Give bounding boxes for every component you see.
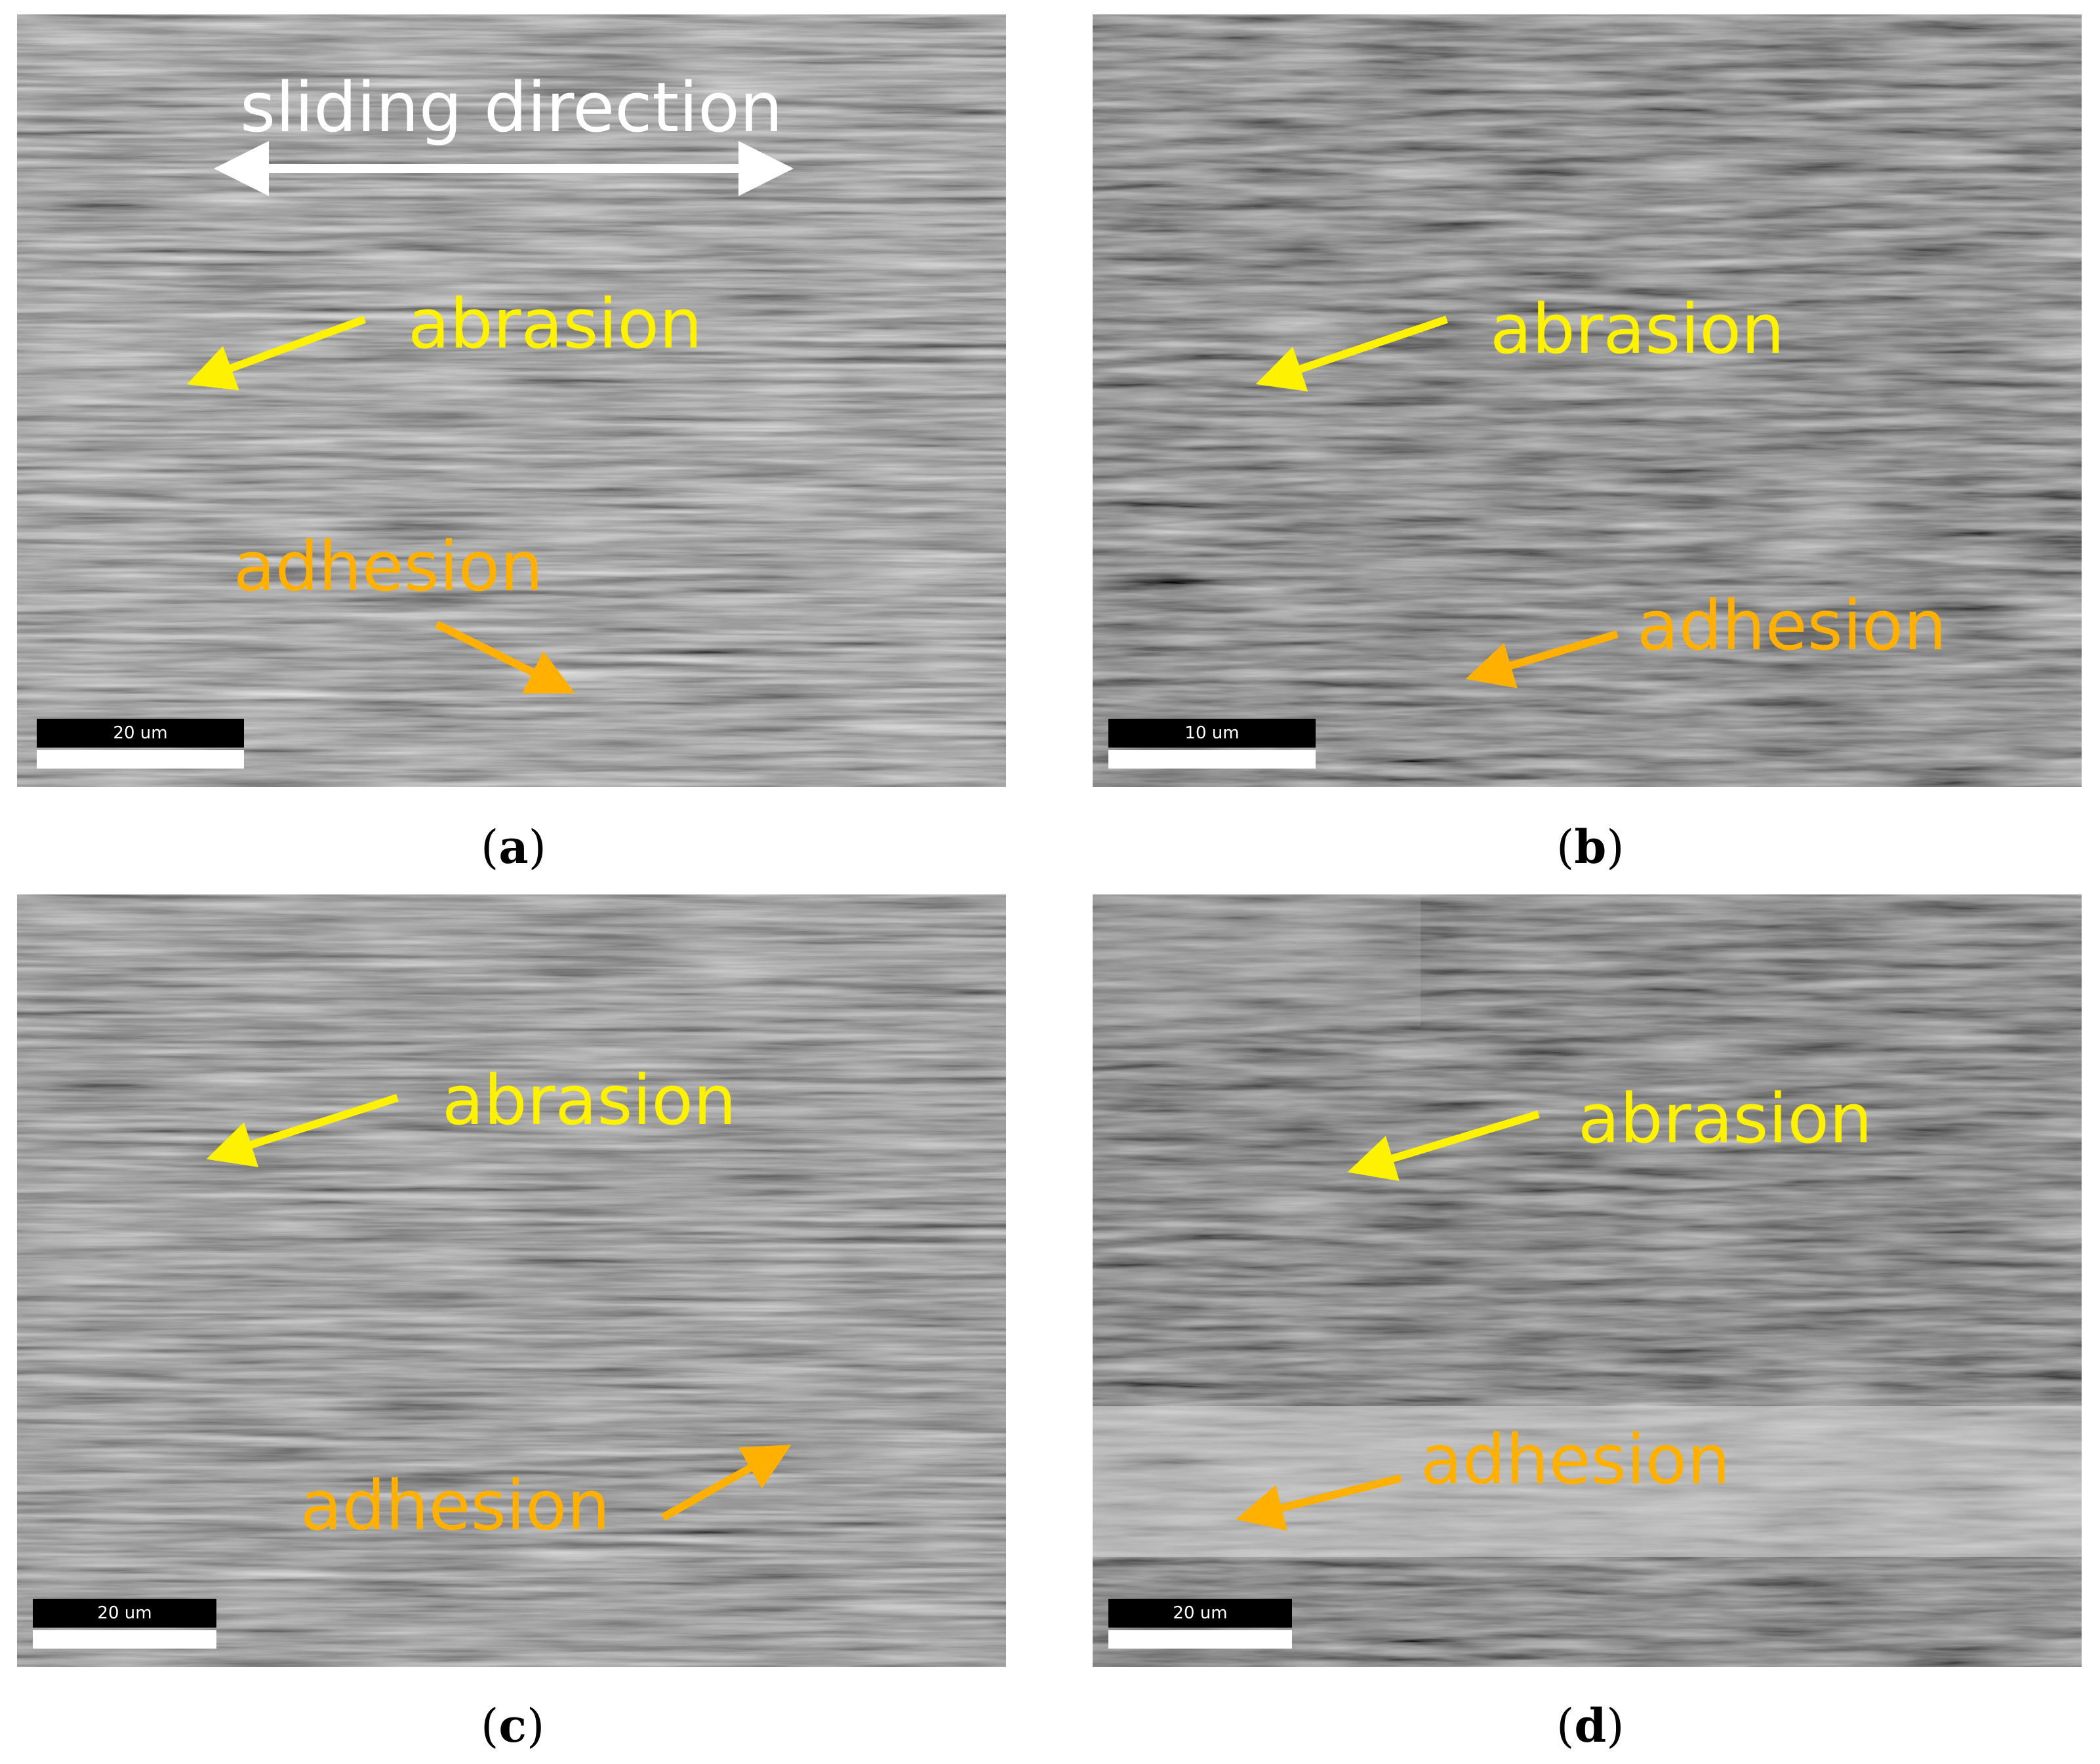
sem-texture — [17, 894, 1006, 1667]
abrasion-label: abrasion — [1578, 1079, 1872, 1159]
scale-bar: 20 um — [33, 1599, 216, 1651]
scale-bar-label: 20 um — [1108, 1599, 1292, 1628]
sem-panel-d: abrasion adhesion 20 um — [1093, 894, 2082, 1667]
abrasion-label: abrasion — [1490, 289, 1785, 369]
adhesion-label: adhesion — [233, 527, 544, 607]
scale-bar-label: 10 um — [1108, 719, 1316, 748]
caption-b: (b) — [1556, 820, 1625, 874]
scale-bar: 20 um — [37, 719, 244, 771]
scale-bar: 20 um — [1108, 1599, 1292, 1651]
scale-bar: 10 um — [1108, 719, 1316, 771]
adhesion-label: adhesion — [1421, 1420, 1731, 1500]
sem-panel-a: sliding direction abrasion adhesion 20 u… — [17, 14, 1006, 787]
caption-c: (c) — [481, 1698, 545, 1753]
caption-a: (a) — [481, 820, 546, 874]
caption-d: (d) — [1556, 1698, 1625, 1753]
sem-texture — [1093, 894, 2082, 1667]
sem-texture — [1093, 14, 2082, 787]
abrasion-label: abrasion — [442, 1060, 737, 1140]
sem-panel-c: abrasion adhesion 20 um — [17, 894, 1006, 1667]
adhesion-label: adhesion — [1637, 586, 1947, 666]
sem-panel-b: abrasion adhesion 10 um — [1093, 14, 2082, 787]
scale-bar-label: 20 um — [33, 1599, 216, 1628]
scale-bar-label: 20 um — [37, 719, 244, 748]
abrasion-label: abrasion — [408, 284, 702, 364]
adhesion-label: adhesion — [300, 1466, 611, 1546]
sliding-direction-label: sliding direction — [240, 68, 783, 148]
